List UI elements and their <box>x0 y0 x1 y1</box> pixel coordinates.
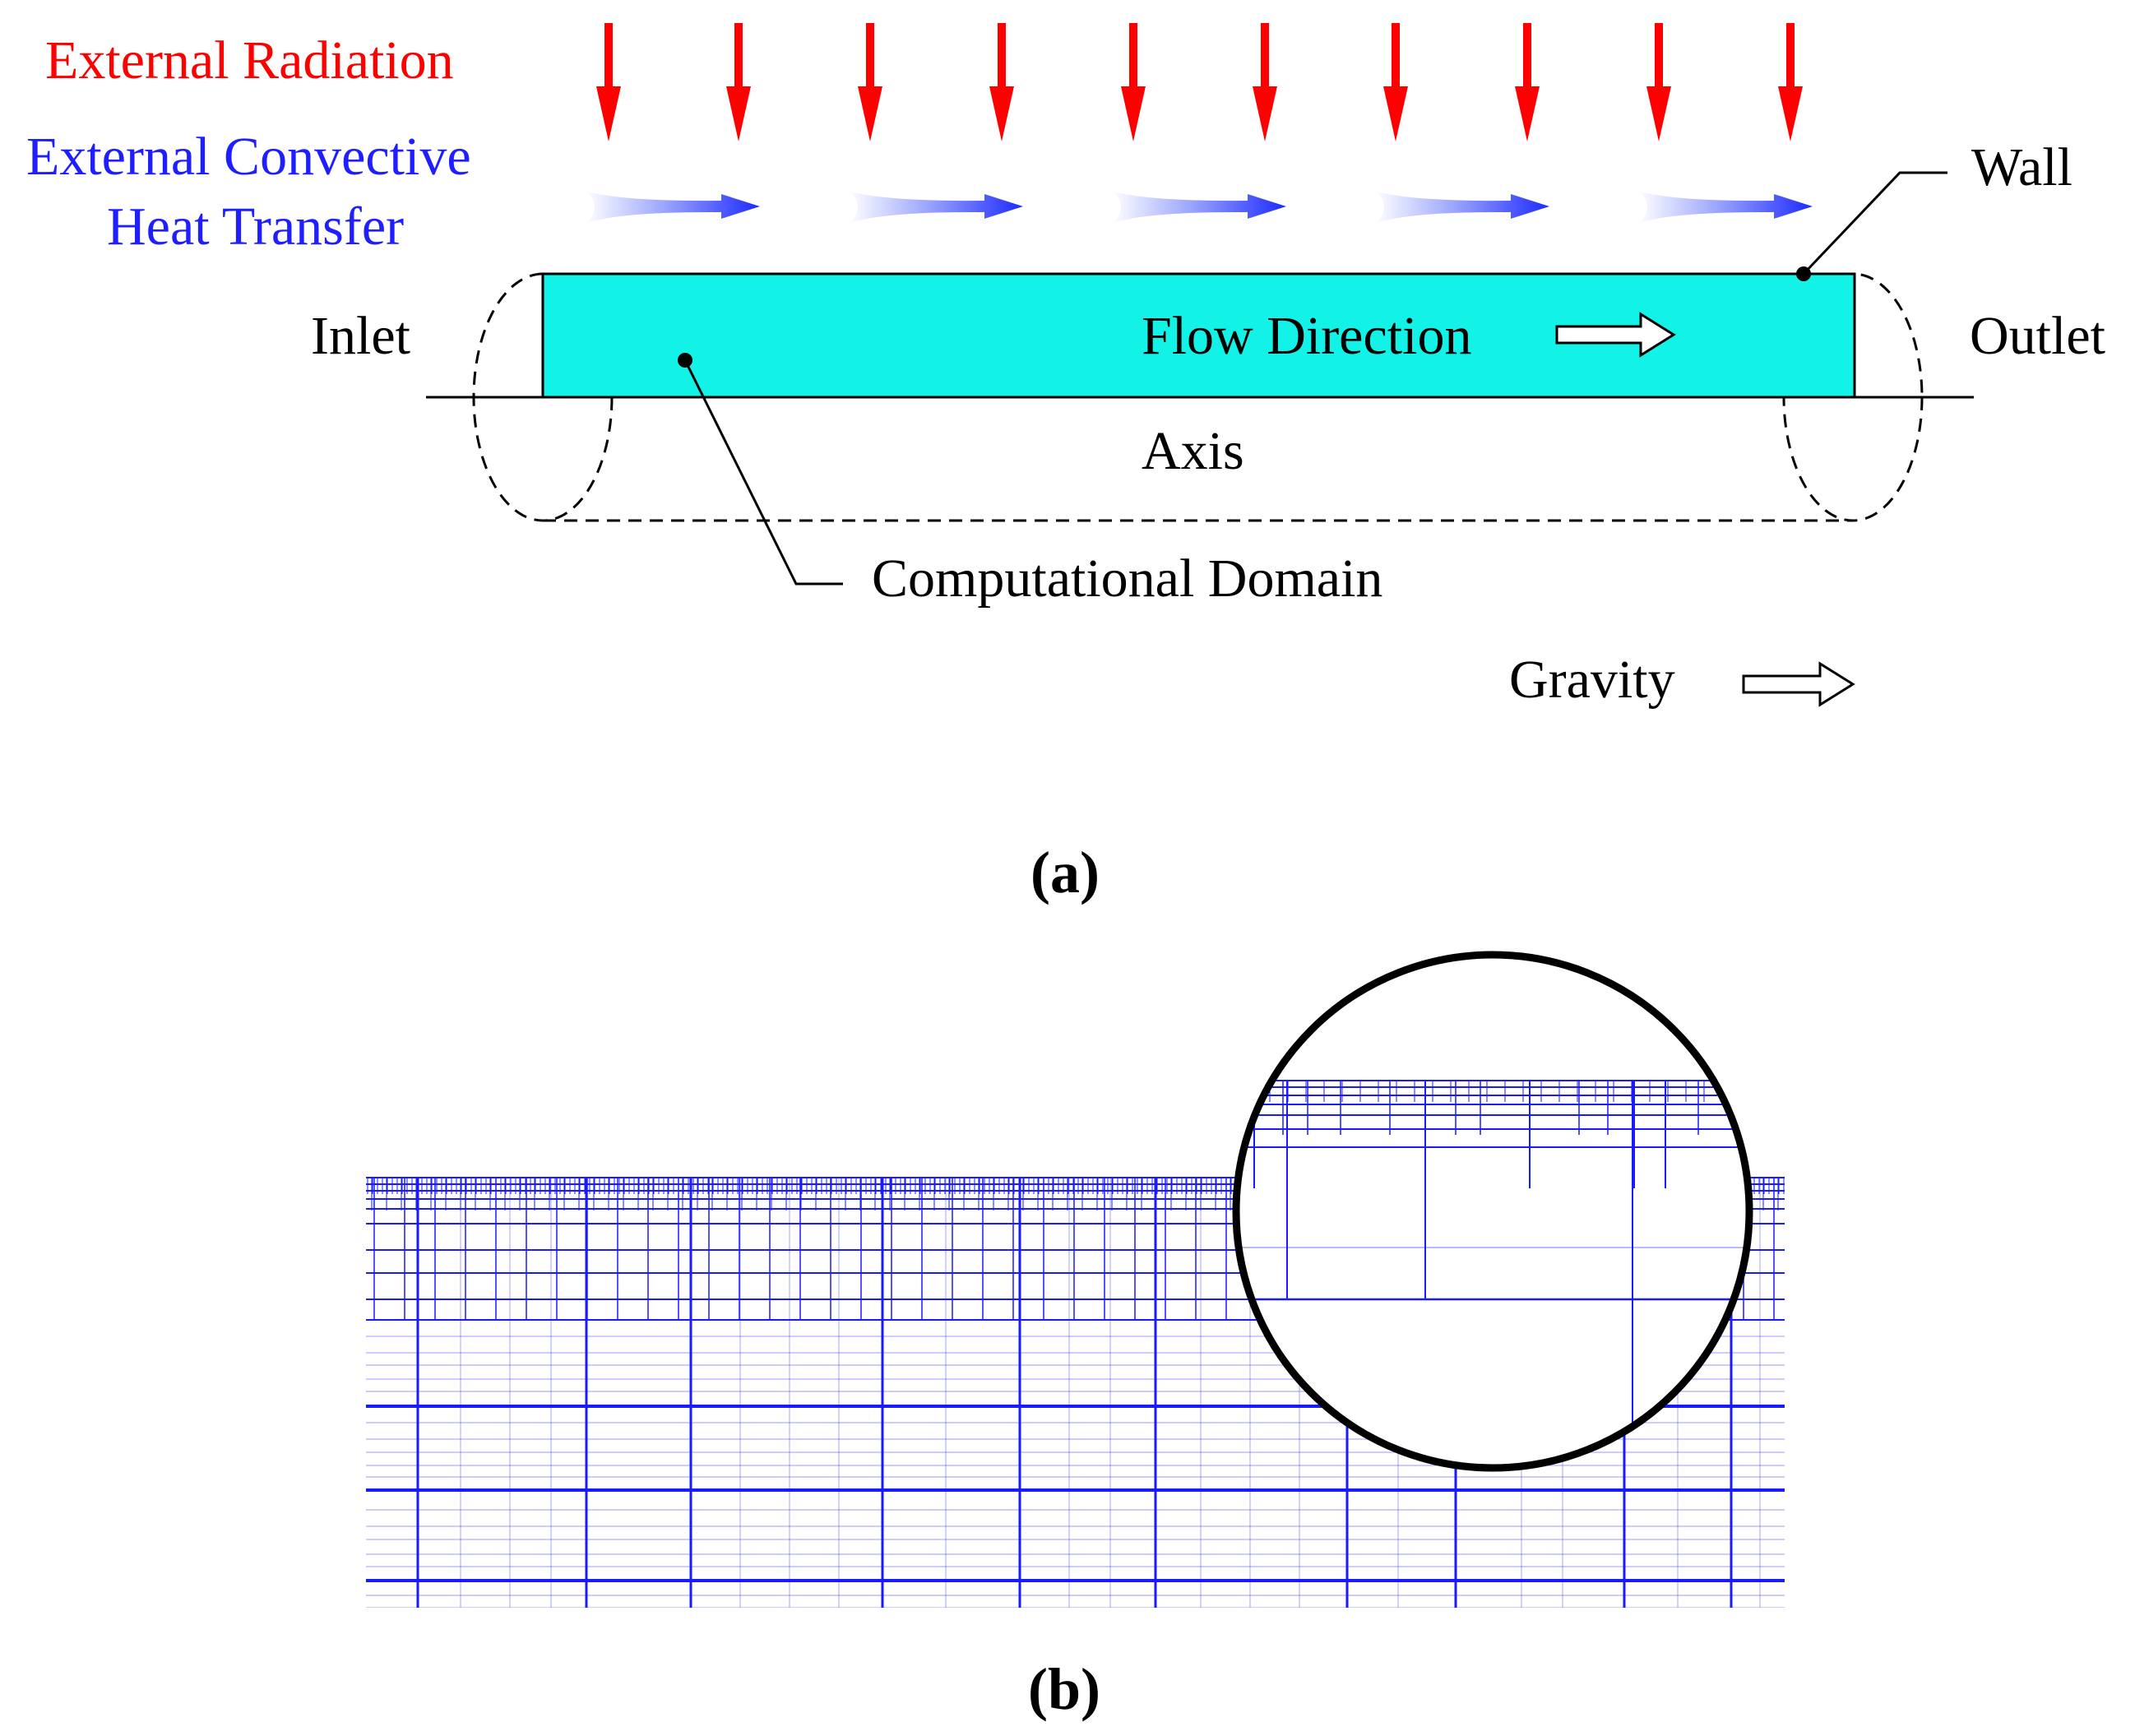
caption-a: (a) <box>1030 840 1100 905</box>
radiation-arrowhead <box>1646 86 1671 141</box>
radiation-arrow <box>734 23 743 89</box>
radiation-arrowhead <box>1253 86 1277 141</box>
radiation-arrowhead <box>858 86 882 141</box>
radiation-arrowhead <box>1778 86 1803 141</box>
convective-label-line2: Heat Transfer <box>107 197 404 257</box>
convective-arrow <box>586 191 760 224</box>
panel-b: (b) <box>366 951 1785 1722</box>
radiation-arrowhead <box>1515 86 1540 141</box>
mesh-grid <box>366 1177 1785 1608</box>
radiation-arrow <box>866 23 874 89</box>
convective-arrow <box>849 191 1023 224</box>
wall-label: Wall <box>1971 137 2072 197</box>
radiation-arrow <box>1129 23 1137 89</box>
panel-a: External Radiation External Convective H… <box>26 23 2105 905</box>
inlet-label: Inlet <box>311 306 410 366</box>
radiation-arrowhead <box>1121 86 1146 141</box>
domain-dot <box>678 353 692 368</box>
radiation-arrow <box>1786 23 1795 89</box>
zoom-circle-border <box>1232 951 1753 1472</box>
flow-direction-label: Flow Direction <box>1142 306 1471 366</box>
radiation-arrowhead <box>726 86 751 141</box>
convective-arrow <box>1375 191 1549 224</box>
domain-label: Computational Domain <box>872 549 1382 609</box>
wall-leader-line <box>1802 171 1947 275</box>
gravity-label: Gravity <box>1509 650 1675 710</box>
radiation-arrow <box>1523 23 1531 89</box>
convective-arrow <box>1638 191 1813 224</box>
radiation-arrow <box>604 23 613 89</box>
radiation-arrow <box>1392 23 1400 89</box>
gravity-arrow <box>1742 661 1855 707</box>
convective-label-line1: External Convective <box>26 127 471 187</box>
domain-leader-line <box>683 359 843 586</box>
radiation-arrow <box>998 23 1006 89</box>
convective-arrow <box>1112 191 1286 224</box>
flow-direction-arrow <box>1555 312 1676 358</box>
wall-dot <box>1796 266 1811 281</box>
radiation-arrowhead <box>1383 86 1408 141</box>
radiation-arrow <box>1655 23 1663 89</box>
caption-b: (b) <box>1028 1656 1100 1722</box>
zoom-circle-background <box>1236 955 1749 1468</box>
radiation-arrowhead <box>989 86 1014 141</box>
radiation-arrows <box>596 23 1803 141</box>
radiation-arrow <box>1261 23 1269 89</box>
axis-label: Axis <box>1142 421 1244 481</box>
radiation-arrowhead <box>596 86 621 141</box>
radiation-label: External Radiation <box>45 30 454 90</box>
convective-arrows <box>586 191 1813 224</box>
zoom-mesh-grid <box>1236 1080 1749 1468</box>
outlet-label: Outlet <box>1970 306 2105 366</box>
